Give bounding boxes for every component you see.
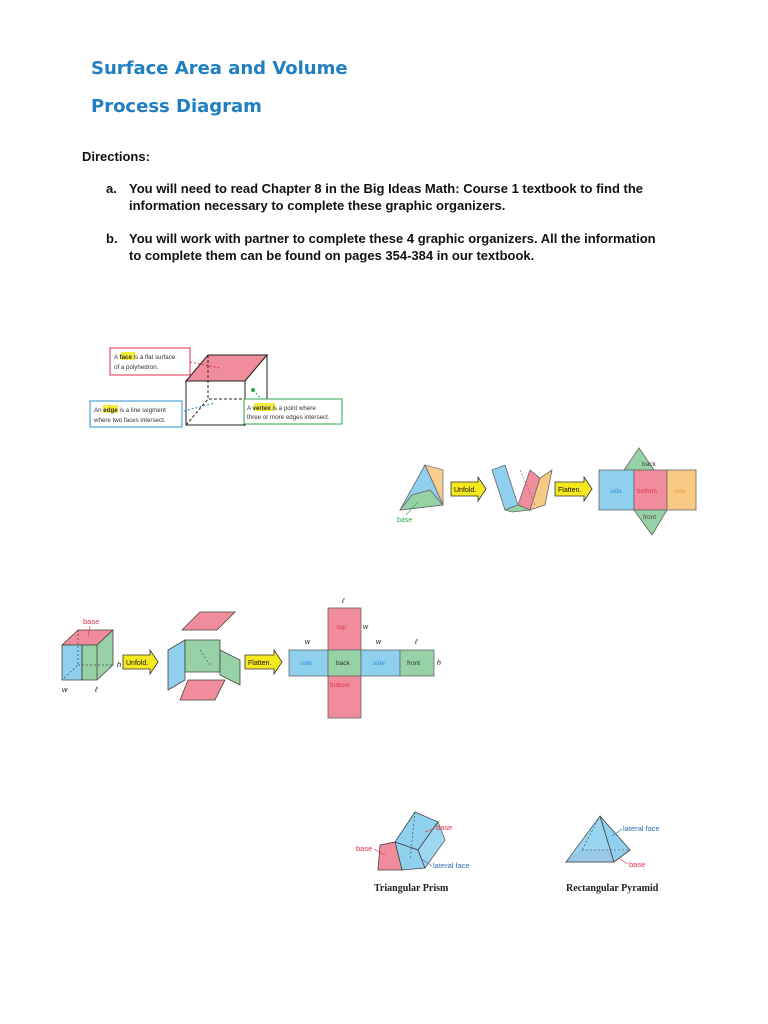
unfolded-orange-face bbox=[529, 469, 553, 511]
flatten-arrow-rect bbox=[244, 648, 283, 676]
edge-highlight bbox=[103, 405, 118, 413]
net-front-label: front bbox=[643, 514, 656, 521]
net-front-triangle bbox=[633, 509, 668, 536]
direction-text-a: You will need to read Chapter 8 in the B… bbox=[129, 181, 644, 213]
face-note: A face is a flat surface bbox=[114, 354, 176, 361]
prism-base-label: base bbox=[397, 517, 412, 524]
page-title: Surface Area and Volume bbox=[91, 58, 348, 79]
direction-label-a: a. bbox=[106, 181, 117, 196]
vertex-note: A vertex is a point where bbox=[247, 405, 316, 412]
prism-base bbox=[399, 489, 444, 511]
pyramid-right-face bbox=[599, 815, 631, 863]
net-w-right-label: w bbox=[376, 639, 382, 646]
unfold-arrow-rect-label: Unfold. bbox=[126, 660, 148, 667]
net-w-top-label: w bbox=[363, 624, 369, 631]
rect-h-label: h bbox=[117, 660, 121, 669]
flatten-arrow-tri bbox=[554, 475, 593, 503]
pyramid-lateral-label: lateral face bbox=[623, 824, 660, 833]
tri-prism-base bbox=[377, 841, 403, 871]
unfolded-rect-left bbox=[167, 639, 186, 691]
unfolded-rect-top bbox=[181, 611, 236, 631]
net-top-label: top bbox=[337, 624, 346, 631]
net-front-rect bbox=[399, 649, 435, 677]
net-side-left bbox=[598, 469, 635, 511]
rect-l-label: ℓ bbox=[94, 685, 98, 694]
edge-note: An edge is a line segment bbox=[94, 407, 166, 414]
direction-label-b: b. bbox=[106, 231, 118, 246]
flatten-arrow-rect-label: Flatten. bbox=[248, 660, 271, 667]
unfold-arrow bbox=[450, 475, 487, 503]
net-side-right bbox=[666, 469, 697, 511]
directions-heading: Directions: bbox=[82, 149, 150, 164]
unfold-arrow-rect bbox=[122, 648, 159, 676]
net-back-label: back bbox=[642, 461, 656, 468]
face-highlight bbox=[121, 352, 135, 360]
net-side-right-rect bbox=[360, 649, 401, 677]
tri-prism-base-top-label: base bbox=[436, 823, 452, 832]
net-l-right-label: ℓ bbox=[414, 639, 418, 646]
direction-item-a: a. You will need to read Chapter 8 in th… bbox=[106, 180, 666, 214]
tri-prism-right bbox=[417, 821, 446, 869]
net-w-left-label: w bbox=[305, 639, 311, 646]
net-bottom-rect bbox=[327, 675, 362, 719]
tri-prism-caption: Triangular Prism bbox=[374, 883, 449, 894]
net-bottom-label: bottom bbox=[637, 488, 657, 495]
net-bottom bbox=[633, 469, 668, 511]
net-h-label: h bbox=[437, 660, 441, 667]
net-side-right-rect-label: side bbox=[373, 660, 385, 667]
vertex-highlight bbox=[254, 403, 275, 411]
unfold-arrow-label: Unfold. bbox=[454, 487, 476, 494]
direction-text-b: You will work with partner to complete t… bbox=[129, 231, 656, 263]
direction-item-b: b. You will work with partner to complet… bbox=[106, 230, 666, 264]
flatten-arrow-tri-label: Flatten. bbox=[558, 487, 581, 494]
pyramid-caption: Rectangular Pyramid bbox=[566, 883, 659, 894]
rect-w-label: w bbox=[62, 685, 68, 694]
cube-hidden-edges bbox=[185, 398, 267, 426]
pyramid-base-label: base bbox=[629, 860, 645, 869]
net-side-left-label: side bbox=[610, 488, 622, 495]
vertex-note-line2: three or more edges intersect. bbox=[247, 414, 330, 421]
net-side-right-label: side bbox=[674, 488, 686, 495]
net-back-rect bbox=[327, 649, 362, 677]
net-l-top-label: ℓ bbox=[341, 598, 345, 605]
prism-right-face bbox=[424, 464, 444, 506]
face-note-line2: of a polyhedron. bbox=[114, 364, 159, 371]
net-back-rect-label: back bbox=[336, 660, 350, 667]
face-leader bbox=[189, 361, 221, 369]
net-bottom-rect-label: bottom bbox=[330, 682, 350, 689]
unfolded-rect-side bbox=[219, 649, 241, 686]
page-subtitle: Process Diagram bbox=[91, 96, 262, 117]
rect-base-label: base bbox=[83, 617, 99, 626]
edge-note-line2: where two faces intersect. bbox=[93, 417, 166, 424]
net-side-left-rect-label: side bbox=[300, 660, 312, 667]
unfolded-rect-bottom bbox=[179, 679, 226, 701]
tri-prism-base-left-label: base bbox=[356, 844, 372, 853]
tri-prism-lateral-label: lateral face bbox=[433, 861, 470, 870]
net-front-rect-label: front bbox=[407, 660, 420, 667]
net-side-left-rect bbox=[288, 649, 329, 677]
